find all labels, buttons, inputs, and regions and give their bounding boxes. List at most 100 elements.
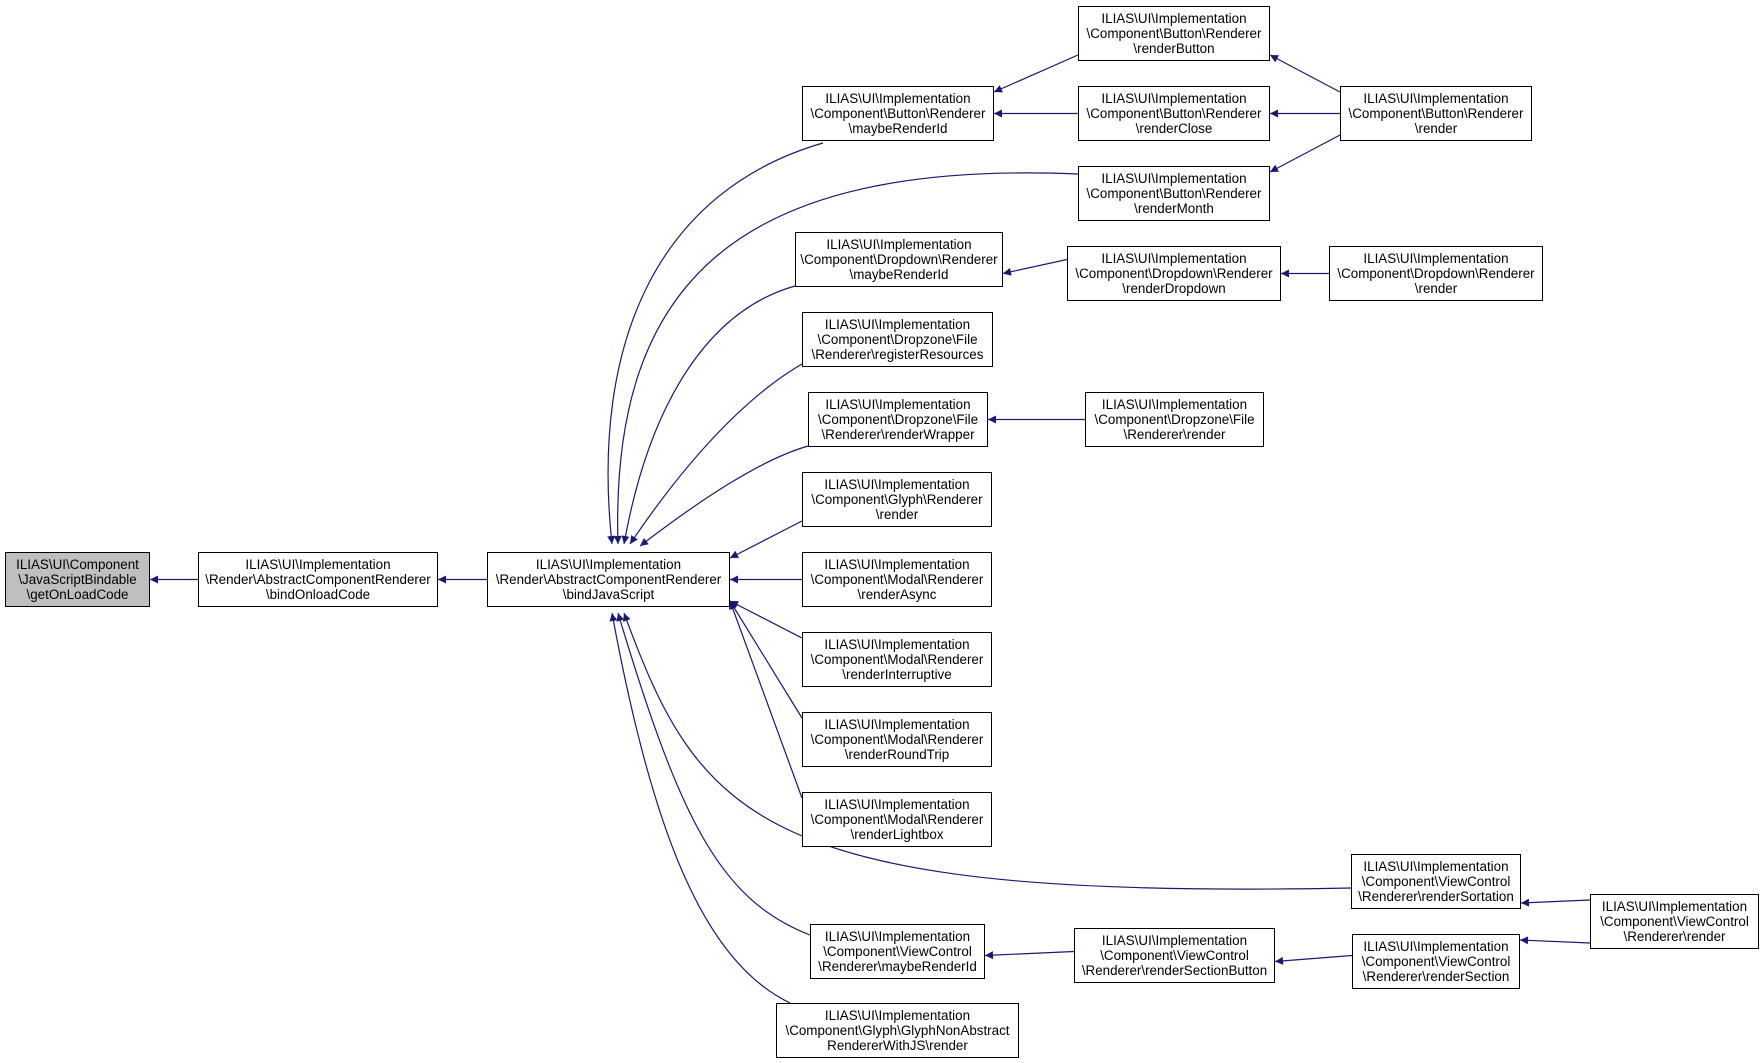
edge-ddRenderDropdown-to-ddMaybeRenderId bbox=[1002, 258, 1068, 276]
node-label-line: \Component\ViewControl bbox=[1361, 954, 1511, 969]
edge-btnRenderMonth-to-bindJavaScript bbox=[613, 172, 1079, 545]
node-modalRenderLightbox[interactable]: ILIAS\UI\Implementation\Component\Modal\… bbox=[802, 792, 992, 847]
node-label-line: \render bbox=[1414, 121, 1458, 136]
node-label-line: \Component\Button\Renderer bbox=[1348, 106, 1524, 121]
node-btnRenderClose[interactable]: ILIAS\UI\Implementation\Component\Button… bbox=[1078, 86, 1270, 141]
edge-modalRenderInterruptive-to-bindJavaScript bbox=[729, 600, 803, 639]
node-label-line: \Component\Modal\Renderer bbox=[810, 812, 984, 827]
edge-btnRender-to-btnRenderMonth bbox=[1269, 134, 1341, 173]
node-label-line: \Renderer\renderSortation bbox=[1358, 889, 1514, 904]
edge-vcRender-to-vcRenderSection bbox=[1519, 936, 1591, 945]
node-label-line: ILIAS\UI\Implementation bbox=[1101, 11, 1247, 26]
node-label-line: ILIAS\UI\Implementation bbox=[824, 637, 970, 652]
node-label-line: ILIAS\UI\Implementation bbox=[1101, 933, 1248, 948]
node-glyphRender[interactable]: ILIAS\UI\Implementation\Component\Glyph\… bbox=[802, 472, 992, 527]
node-label-line: ILIAS\UI\Implementation bbox=[1101, 251, 1247, 266]
node-bindOnloadCode[interactable]: ILIAS\UI\Implementation\Render\AbstractC… bbox=[198, 552, 438, 607]
node-btnRender[interactable]: ILIAS\UI\Implementation\Component\Button… bbox=[1340, 86, 1532, 141]
node-label-line: \Component\Dropdown\Renderer bbox=[1337, 266, 1535, 281]
node-ddRenderDropdown[interactable]: ILIAS\UI\Implementation\Component\Dropdo… bbox=[1067, 246, 1281, 301]
node-label-line: \Renderer\renderWrapper bbox=[821, 427, 975, 442]
node-label-line: \Component\Glyph\Renderer bbox=[811, 492, 983, 507]
node-vcRender[interactable]: ILIAS\UI\Implementation\Component\ViewCo… bbox=[1590, 894, 1759, 949]
edge-modalRenderRoundTrip-to-bindJavaScript bbox=[729, 600, 803, 719]
node-label-line: ILIAS\UI\Implementation bbox=[1363, 91, 1509, 106]
node-label-line: \Component\Modal\Renderer bbox=[810, 652, 984, 667]
node-label-line: ILIAS\UI\Implementation bbox=[824, 317, 971, 332]
node-label-line: \Component\Glyph\GlyphNonAbstract bbox=[785, 1023, 1010, 1038]
node-dzRenderWrapper[interactable]: ILIAS\UI\Implementation\Component\Dropzo… bbox=[808, 392, 988, 447]
node-btnMaybeRenderId[interactable]: ILIAS\UI\Implementation\Component\Button… bbox=[802, 86, 994, 141]
node-label-line: \Component\Dropdown\Renderer bbox=[800, 252, 998, 267]
node-glyphNonAbstract[interactable]: ILIAS\UI\Implementation\Component\Glyph\… bbox=[776, 1003, 1019, 1058]
node-label-line: ILIAS\UI\Implementation bbox=[1101, 397, 1248, 412]
node-modalRenderInterruptive[interactable]: ILIAS\UI\Implementation\Component\Modal\… bbox=[802, 632, 992, 687]
node-dzRender[interactable]: ILIAS\UI\Implementation\Component\Dropzo… bbox=[1085, 392, 1264, 447]
node-vcRenderSortation[interactable]: ILIAS\UI\Implementation\Component\ViewCo… bbox=[1351, 854, 1521, 909]
node-label-line: \renderMonth bbox=[1134, 201, 1214, 216]
node-vcMaybeRenderId[interactable]: ILIAS\UI\Implementation\Component\ViewCo… bbox=[810, 924, 985, 979]
node-label-line: \bindJavaScript bbox=[562, 587, 655, 602]
node-label-line: ILIAS\UI\Implementation bbox=[1363, 251, 1509, 266]
node-modalRenderAsync[interactable]: ILIAS\UI\Implementation\Component\Modal\… bbox=[802, 552, 992, 607]
node-label-line: \Component\Button\Renderer bbox=[1086, 26, 1262, 41]
node-label-line: \renderAsync bbox=[857, 587, 937, 602]
node-label-line: ILIAS\UI\Implementation bbox=[1101, 171, 1247, 186]
node-label-line: ILIAS\UI\Implementation bbox=[1363, 939, 1509, 954]
node-ddMaybeRenderId[interactable]: ILIAS\UI\Implementation\Component\Dropdo… bbox=[795, 232, 1003, 287]
node-label-line: \maybeRenderId bbox=[849, 267, 949, 282]
node-label-line: \Component\Dropzone\File bbox=[817, 412, 979, 427]
node-bindJavaScript[interactable]: ILIAS\UI\Implementation\Render\AbstractC… bbox=[487, 552, 730, 607]
node-label-line: ILIAS\UI\Component bbox=[16, 557, 139, 572]
node-label-line: ILIAS\UI\Implementation bbox=[1101, 91, 1247, 106]
node-label-line: \bindOnloadCode bbox=[265, 587, 371, 602]
node-label-line: \Component\ViewControl bbox=[1100, 948, 1249, 963]
node-vcRenderSection[interactable]: ILIAS\UI\Implementation\Component\ViewCo… bbox=[1352, 934, 1520, 989]
node-getOnLoadCode: ILIAS\UI\Component\JavaScriptBindable\ge… bbox=[5, 552, 150, 607]
node-dzRegisterResources[interactable]: ILIAS\UI\Implementation\Component\Dropzo… bbox=[802, 312, 993, 367]
edge-ddMaybeRenderId-to-bindJavaScript bbox=[621, 285, 796, 545]
node-label-line: ILIAS\UI\Implementation bbox=[824, 1008, 971, 1023]
node-label-line: ILIAS\UI\Implementation bbox=[535, 557, 682, 572]
node-label-line: \Component\ViewControl bbox=[823, 944, 972, 959]
edge-vcMaybeRenderId-to-bindJavaScript bbox=[616, 612, 811, 936]
edge-dzRenderWrapper-to-bindJavaScript bbox=[639, 445, 809, 547]
edge-glyphRender-to-bindJavaScript bbox=[729, 520, 803, 559]
node-vcRenderSectionButton[interactable]: ILIAS\UI\Implementation\Component\ViewCo… bbox=[1074, 928, 1275, 983]
node-btnRenderMonth[interactable]: ILIAS\UI\Implementation\Component\Button… bbox=[1078, 166, 1270, 221]
node-label-line: \Renderer\renderSectionButton bbox=[1081, 963, 1268, 978]
node-label-line: ILIAS\UI\Implementation bbox=[825, 91, 971, 106]
node-label-line: \Renderer\renderSection bbox=[1362, 969, 1510, 984]
node-label-line: ILIAS\UI\Implementation bbox=[1601, 899, 1748, 914]
edge-vcRender-to-vcRenderSortation bbox=[1520, 898, 1591, 907]
node-label-line: \Component\Modal\Renderer bbox=[810, 572, 984, 587]
node-label-line: \renderInterruptive bbox=[842, 667, 952, 682]
node-label-line: ILIAS\UI\Implementation bbox=[824, 797, 970, 812]
node-label-line: \render bbox=[875, 507, 919, 522]
edge-vcRenderSectionButton-to-vcMaybeRenderId bbox=[984, 950, 1075, 960]
node-label-line: ILIAS\UI\Implementation bbox=[826, 237, 972, 252]
node-label-line: ILIAS\UI\Implementation bbox=[245, 557, 391, 572]
node-btnRenderButton[interactable]: ILIAS\UI\Implementation\Component\Button… bbox=[1078, 6, 1270, 61]
node-label-line: ILIAS\UI\Implementation bbox=[1363, 859, 1509, 874]
node-label-line: \Component\Dropzone\File bbox=[817, 332, 978, 347]
node-modalRenderRoundTrip[interactable]: ILIAS\UI\Implementation\Component\Modal\… bbox=[802, 712, 992, 767]
node-ddRender[interactable]: ILIAS\UI\Implementation\Component\Dropdo… bbox=[1329, 246, 1543, 301]
node-label-line: \Component\Button\Renderer bbox=[810, 106, 986, 121]
node-label-line: \Renderer\maybeRenderId bbox=[818, 959, 977, 974]
node-label-line: \Component\Dropzone\File bbox=[1094, 412, 1255, 427]
node-label-line: \Component\Button\Renderer bbox=[1086, 106, 1262, 121]
node-label-line: \renderButton bbox=[1133, 41, 1215, 56]
edge-btnMaybeRenderId-to-bindJavaScript bbox=[607, 142, 824, 545]
node-label-line: \renderRoundTrip bbox=[844, 747, 950, 762]
node-label-line: \Component\ViewControl bbox=[1361, 874, 1511, 889]
edge-vcRenderSection-to-vcRenderSectionButton bbox=[1274, 954, 1353, 965]
node-label-line: ILIAS\UI\Implementation bbox=[824, 477, 970, 492]
node-label-line: ILIAS\UI\Implementation bbox=[824, 929, 971, 944]
node-label-line: \Component\ViewControl bbox=[1600, 914, 1749, 929]
edge-btnRenderButton-to-btnMaybeRenderId bbox=[993, 54, 1079, 93]
node-label-line: \renderLightbox bbox=[850, 827, 944, 842]
edge-dzRegisterResources-to-bindJavaScript bbox=[629, 363, 803, 545]
